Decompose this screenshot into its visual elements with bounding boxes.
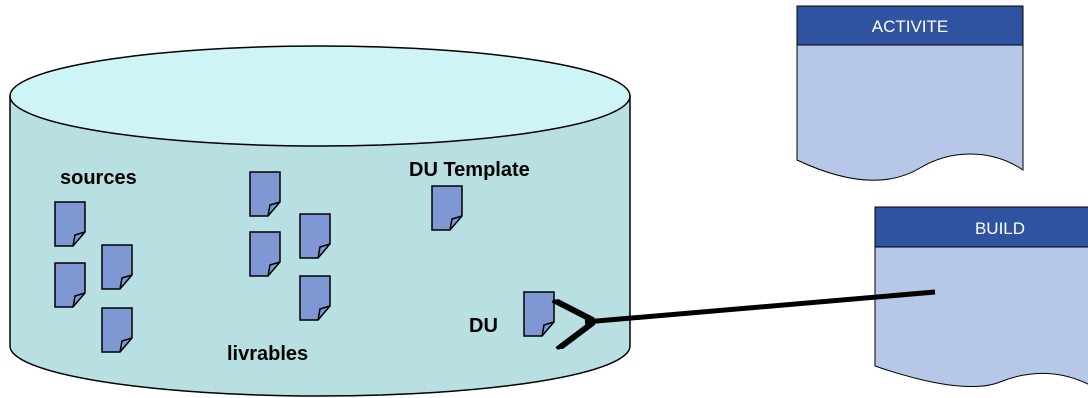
document-icons bbox=[54, 171, 555, 353]
activite-panel: ACTIVITE bbox=[796, 5, 1024, 181]
du-template-document-icon bbox=[431, 185, 463, 231]
livrables-document-icon bbox=[249, 171, 281, 217]
livrables-document-icon bbox=[299, 213, 331, 259]
build-panel: BUILD bbox=[874, 206, 1088, 388]
livrables-label: livrables bbox=[227, 343, 308, 365]
sources-document-icon bbox=[101, 307, 133, 353]
build-to-du-arrow bbox=[585, 289, 936, 322]
activite-title: ACTIVITE bbox=[872, 17, 949, 36]
sources-document-icon bbox=[54, 262, 86, 308]
du-document-icon bbox=[523, 291, 555, 337]
du-label: DU bbox=[469, 315, 498, 337]
du-template-label: DU Template bbox=[409, 159, 530, 181]
livrables-document-icon bbox=[249, 231, 281, 277]
sources-label: sources bbox=[60, 167, 137, 189]
livrables-document-icon bbox=[299, 275, 331, 321]
sources-document-icon bbox=[101, 244, 133, 290]
sources-document-icon bbox=[54, 201, 86, 247]
build-title: BUILD bbox=[975, 219, 1025, 238]
